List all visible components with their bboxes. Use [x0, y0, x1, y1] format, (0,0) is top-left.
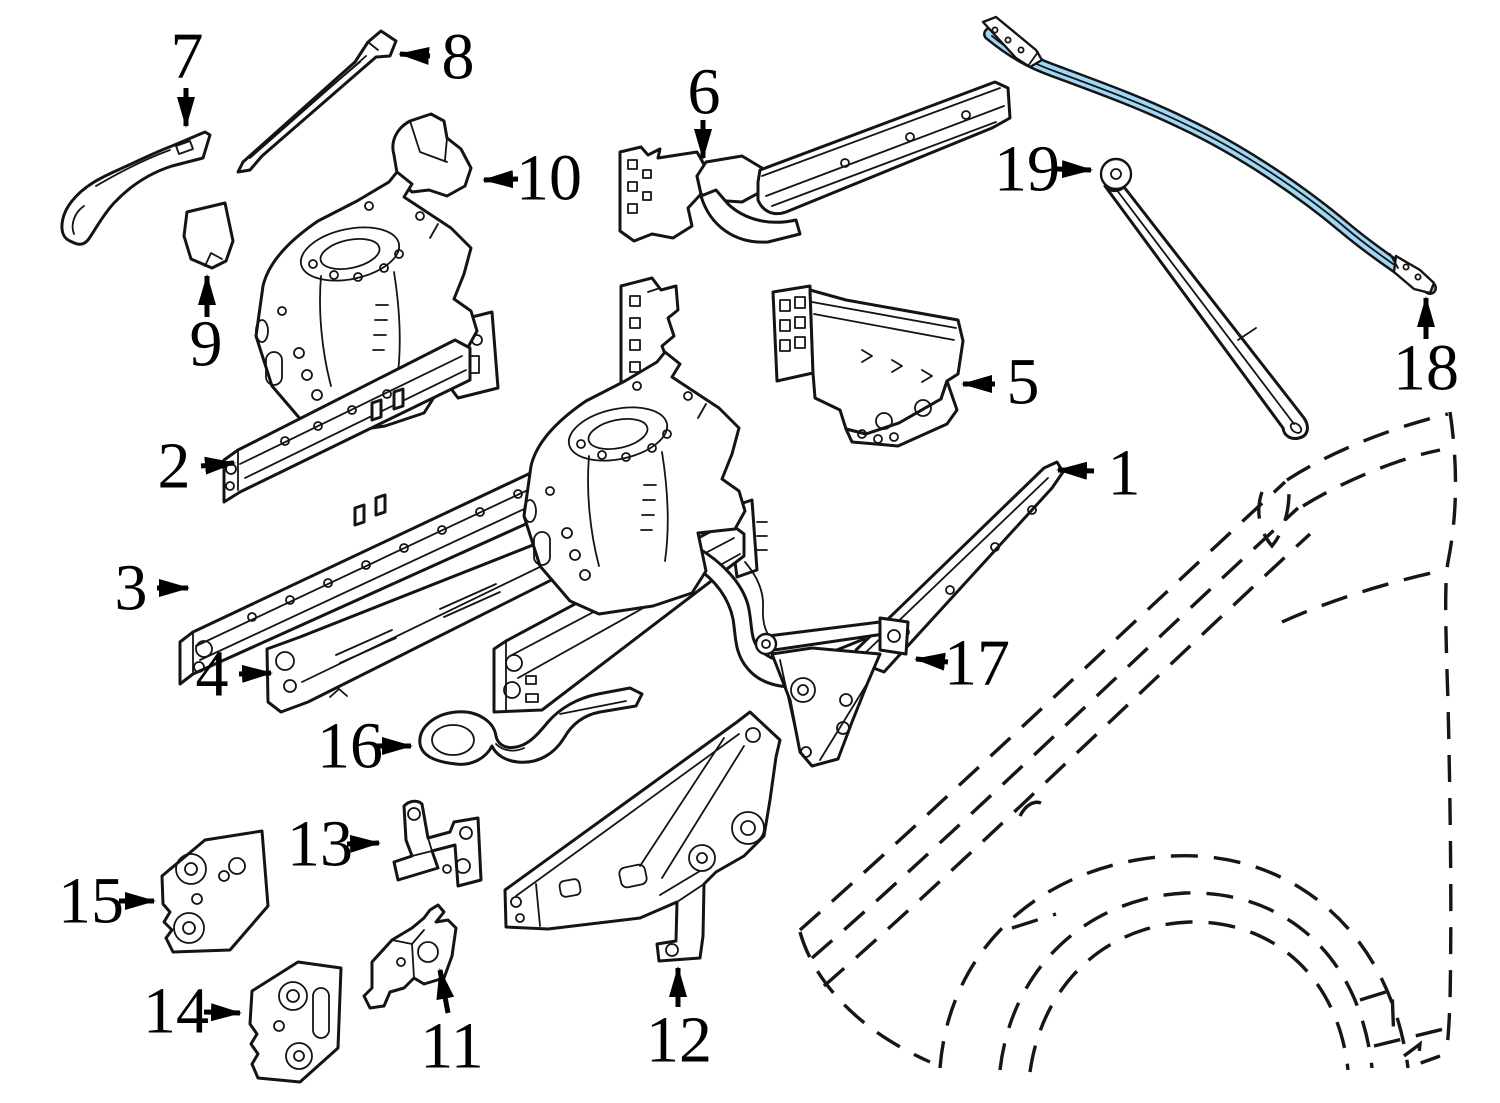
part-19-fender-support-rod: [1099, 157, 1309, 440]
part-5-rail-extension-bracket: [771, 284, 965, 448]
callout-19[interactable]: 19: [994, 133, 1093, 206]
callout-4-label[interactable]: 4: [196, 638, 229, 711]
callout-17[interactable]: 17: [914, 627, 1010, 700]
callout-3-label[interactable]: 3: [115, 552, 148, 625]
callout-13[interactable]: 13: [287, 808, 381, 881]
callout-7-label[interactable]: 7: [171, 20, 204, 93]
callouts-layer: 1 2 3 4 5 6 7 8: [58, 20, 1459, 1083]
part-8-upper-rail-cover: [236, 29, 398, 174]
callout-11[interactable]: 11: [420, 968, 484, 1083]
callout-15-label[interactable]: 15: [58, 865, 124, 938]
part-2-engine-support-rail: [222, 338, 472, 504]
callout-8-label[interactable]: 8: [442, 21, 475, 94]
part-15-reinforcement-plate: [160, 829, 270, 954]
callout-2-label[interactable]: 2: [158, 430, 191, 503]
callout-17-label[interactable]: 17: [944, 627, 1010, 700]
callout-13-label[interactable]: 13: [287, 808, 353, 881]
part-18-highlighted-hood-brace: [981, 15, 1437, 295]
part-16-heat-shield-bracket: [418, 686, 644, 766]
callout-16[interactable]: 16: [317, 710, 413, 783]
part-17-support-bracket: [754, 616, 910, 768]
part-9-sealing-panel: [182, 201, 235, 270]
callout-10-label[interactable]: 10: [516, 142, 582, 215]
callout-1-label[interactable]: 1: [1108, 437, 1141, 510]
callout-2-arrow: [200, 456, 236, 475]
part-13-mounting-bracket: [392, 799, 483, 888]
callout-16-label[interactable]: 16: [317, 710, 383, 783]
callout-2[interactable]: 2: [158, 430, 236, 503]
callout-11-label[interactable]: 11: [420, 1010, 484, 1083]
callout-4[interactable]: 4: [196, 638, 273, 711]
callout-9-label[interactable]: 9: [190, 308, 223, 381]
callout-7[interactable]: 7: [171, 20, 204, 128]
callout-4-arrow: [238, 664, 273, 683]
callout-14-arrow: [203, 1003, 242, 1022]
callout-1[interactable]: 1: [1056, 437, 1141, 510]
center-wheelhouse-assembly: [492, 350, 876, 714]
callout-6-label[interactable]: 6: [688, 56, 721, 129]
callout-6[interactable]: 6: [688, 56, 721, 160]
part-12-wheelhouse-support-strut: [503, 710, 782, 963]
callout-12-label[interactable]: 12: [646, 1004, 712, 1077]
callout-10-arrow: [482, 170, 519, 189]
callout-19-label[interactable]: 19: [994, 133, 1060, 206]
fender-dashed-outline: [798, 411, 1458, 1073]
callout-3[interactable]: 3: [115, 552, 190, 625]
callout-11-arrow: [436, 968, 455, 1014]
callout-8[interactable]: 8: [398, 21, 475, 94]
callout-5-label[interactable]: 5: [1007, 346, 1040, 419]
callout-14[interactable]: 14: [143, 975, 242, 1048]
callout-19-arrow: [1055, 160, 1093, 179]
callout-13-arrow: [346, 834, 381, 853]
callout-10[interactable]: 10: [482, 142, 582, 215]
callout-15[interactable]: 15: [58, 865, 156, 938]
callout-9[interactable]: 9: [190, 274, 223, 381]
part-7-fender-support-bracket: [60, 130, 212, 246]
part-10-closing-panel: [391, 112, 473, 198]
callout-18[interactable]: 18: [1393, 296, 1459, 405]
part-11-small-bracket: [362, 903, 458, 1010]
callout-14-label[interactable]: 14: [143, 975, 209, 1048]
callout-8-arrow: [398, 46, 431, 65]
part-14-reinforcement-plate-lower: [248, 960, 343, 1084]
callout-5[interactable]: 5: [961, 346, 1040, 419]
callout-12[interactable]: 12: [646, 966, 712, 1077]
part-6-upper-side-rail: [618, 80, 1012, 244]
callout-17-arrow: [914, 652, 949, 671]
callout-1-arrow: [1056, 461, 1095, 480]
callout-18-label[interactable]: 18: [1393, 332, 1459, 405]
